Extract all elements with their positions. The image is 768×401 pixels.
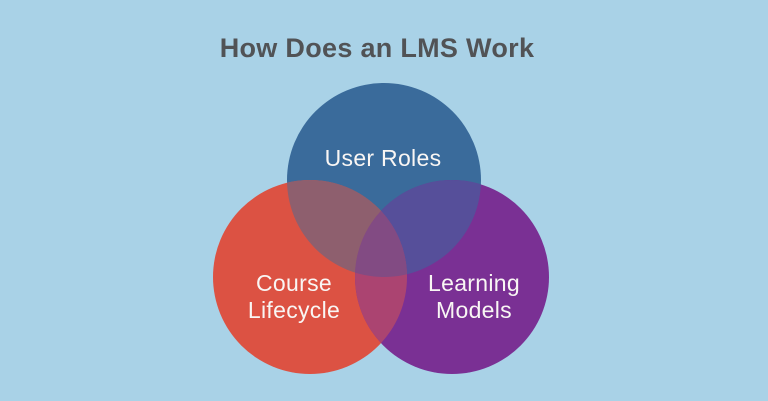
- page-title: How Does an LMS Work: [220, 33, 535, 63]
- label-user-roles: User Roles: [325, 145, 442, 171]
- label-learning: Learning: [428, 270, 520, 296]
- overlap-userroles-learningmodels: [355, 180, 481, 277]
- overlap-userroles-courselifecycle: [287, 180, 407, 277]
- label-course: Course: [256, 270, 332, 296]
- label-models: Models: [436, 297, 512, 323]
- label-lifecycle: Lifecycle: [248, 297, 340, 323]
